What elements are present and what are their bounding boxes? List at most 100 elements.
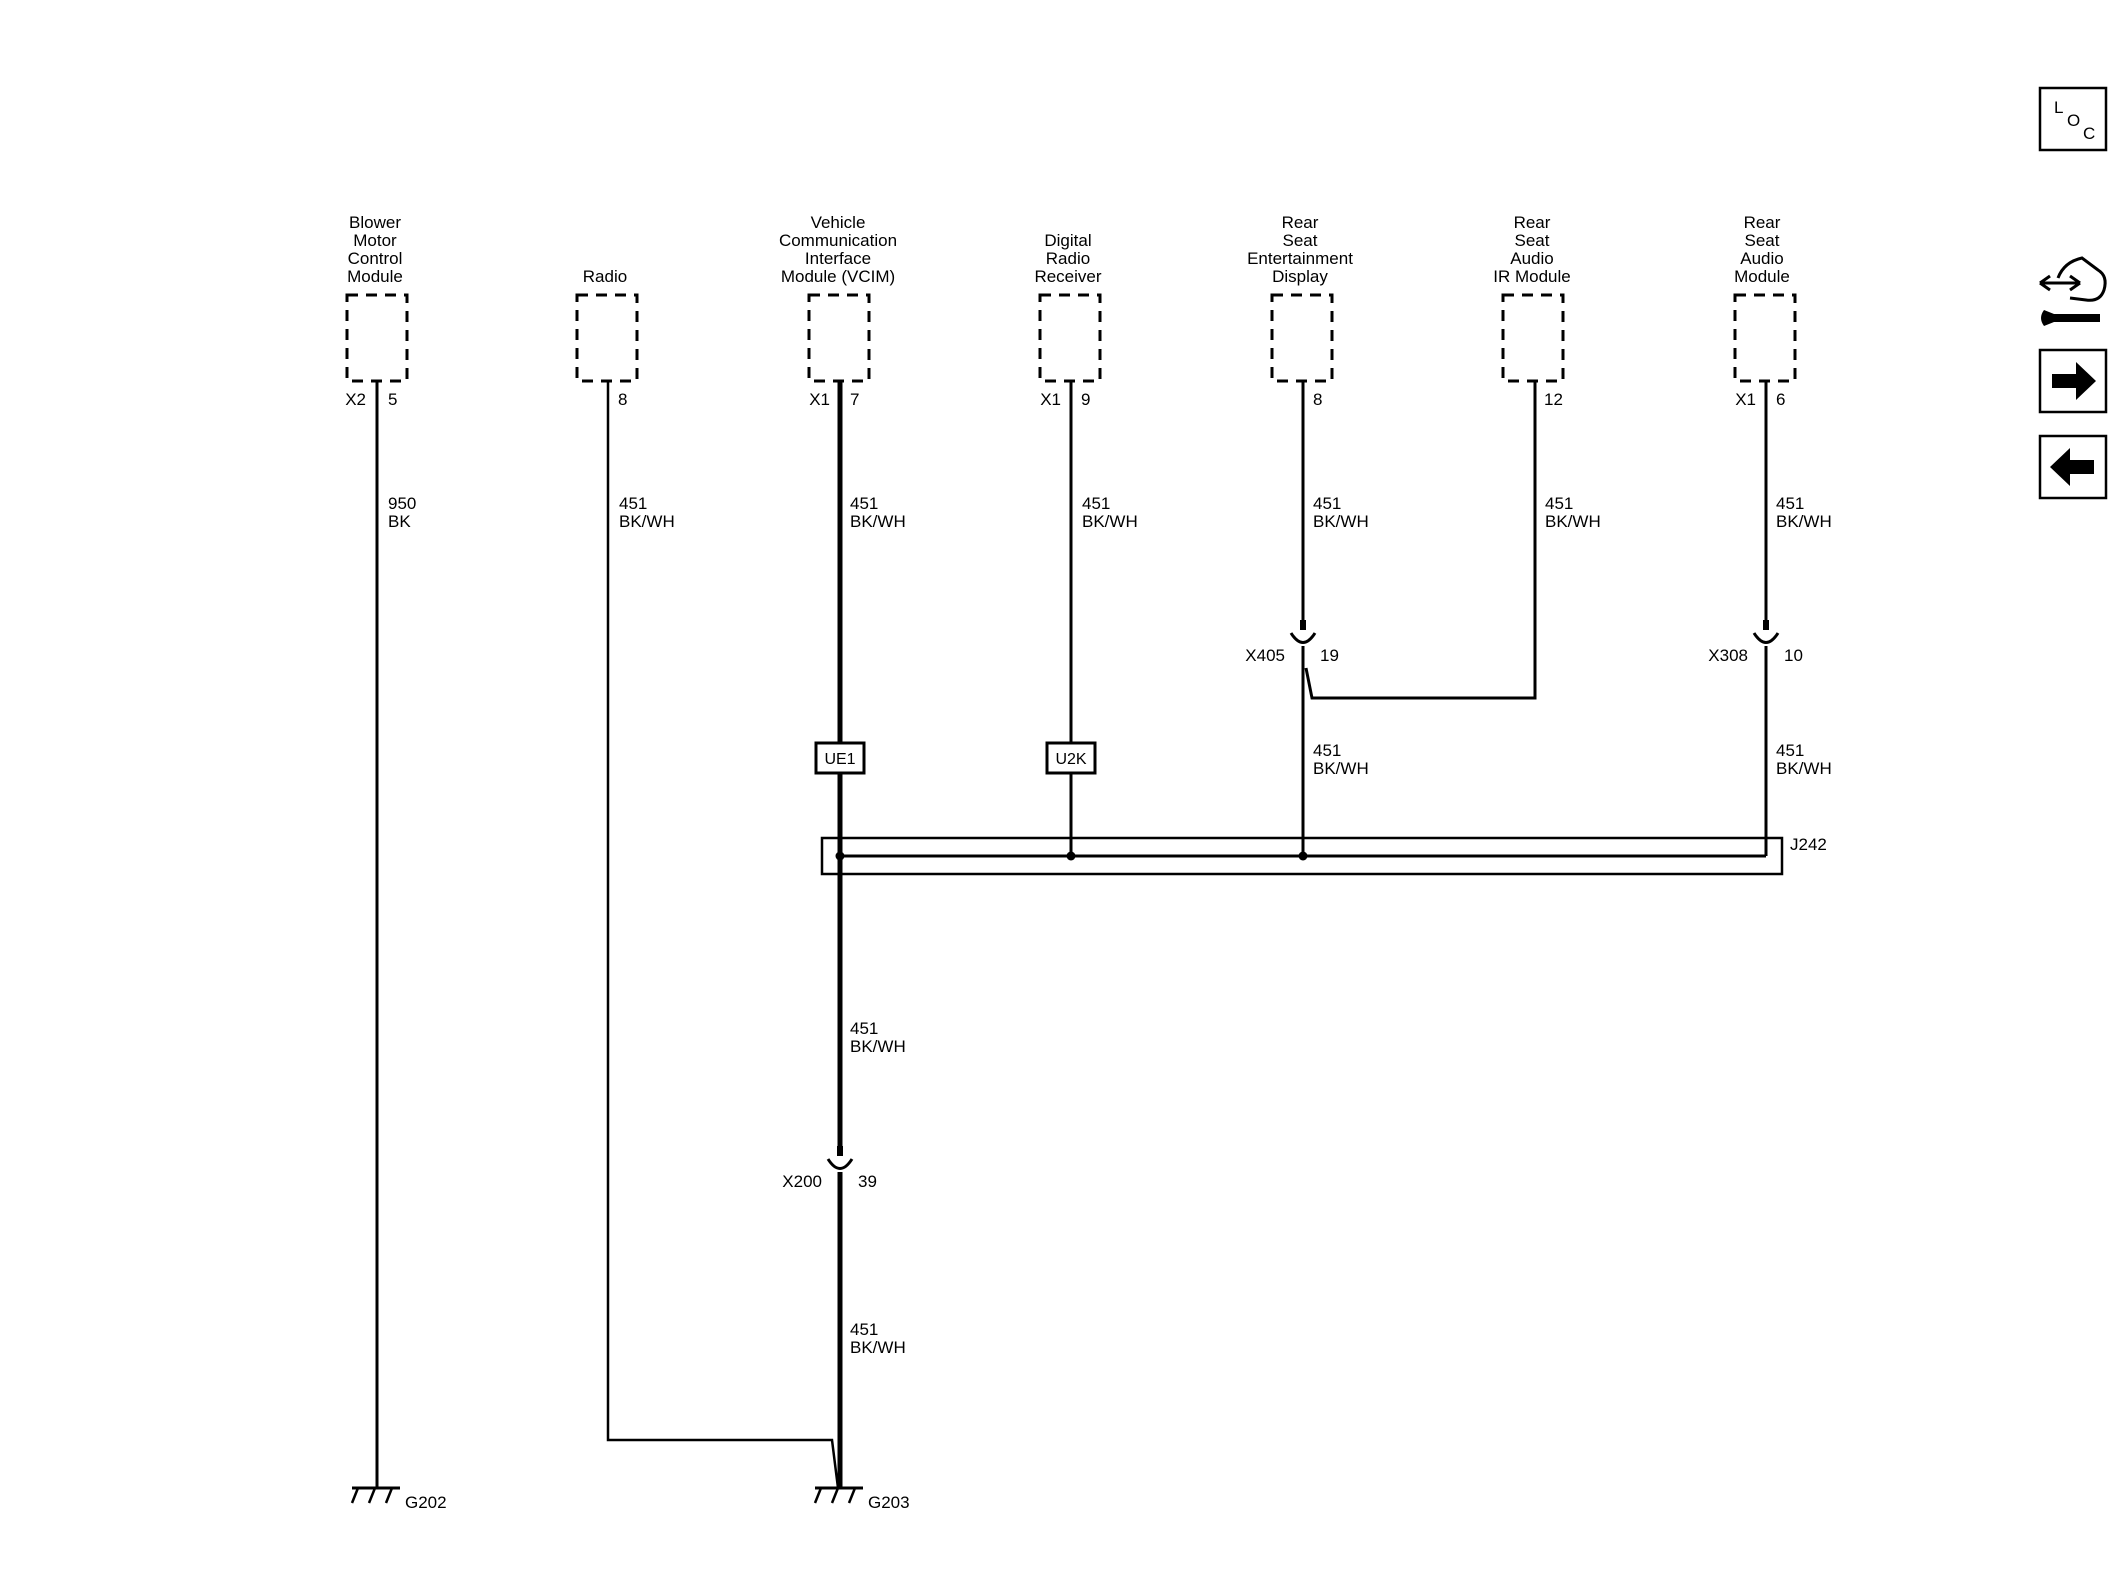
module-label-line: Audio	[1740, 249, 1783, 268]
wire-color: BK	[388, 512, 411, 531]
hand-glyph	[2056, 256, 2107, 302]
arrow-left-glyph	[2050, 448, 2094, 486]
ground-hatch	[350, 1487, 360, 1504]
pin-label: 12	[1544, 390, 1563, 409]
component-box-ue1[interactable]: UE1	[814, 741, 866, 775]
module-box-vcim[interactable]	[807, 293, 871, 383]
module-label-line: Audio	[1510, 249, 1553, 268]
loc-letter: L	[2054, 98, 2063, 117]
inline-connector-x308[interactable]: X308 10	[1708, 620, 1803, 665]
component-box-u2k[interactable]: U2K	[1045, 741, 1097, 775]
splice-dot	[835, 851, 845, 861]
connector-pin-female	[1752, 632, 1780, 644]
wire-color: BK/WH	[619, 512, 675, 531]
circuit-number: 950	[388, 494, 416, 513]
ground-hatch	[384, 1487, 394, 1504]
connector-pin-male	[1300, 620, 1306, 630]
splice-dot	[1298, 851, 1308, 861]
connector-pin-female	[826, 1158, 854, 1170]
circuit-number: 451	[1313, 741, 1341, 760]
module-box-rsed[interactable]	[1270, 293, 1334, 383]
wire-451-rsair[interactable]	[1304, 381, 1537, 700]
wire-color: BK/WH	[850, 1037, 906, 1056]
circuit-number: 451	[1313, 494, 1341, 513]
module-box-drr[interactable]	[1038, 293, 1102, 383]
tools-hand-icon[interactable]	[2039, 256, 2107, 326]
loc-letter: O	[2067, 111, 2080, 130]
component-box-frame	[814, 741, 866, 775]
splice-label: J242	[1790, 835, 1827, 854]
module-label-line: Seat	[1283, 231, 1318, 250]
module-label-line: Module	[1734, 267, 1790, 286]
module-label-bmcm: Blower Motor Control Module	[347, 213, 403, 286]
module-label-line: Rear	[1282, 213, 1319, 232]
wire-color: BK/WH	[850, 1338, 906, 1357]
module-label-rsam: Rear Seat Audio Module	[1734, 213, 1790, 286]
prev-arrow-icon[interactable]	[2038, 434, 2108, 500]
wire-color: BK/WH	[1313, 512, 1369, 531]
circuit-number: 451	[619, 494, 647, 513]
wire-label-rsed: 451 BK/WH	[1313, 494, 1369, 531]
splice-pack-j242[interactable]: J242	[820, 835, 1827, 876]
pin-label: 8	[618, 390, 627, 409]
component-box-label: U2K	[1055, 751, 1086, 768]
wire-label-vcim-below-splice: 451 BK/WH	[850, 1019, 906, 1056]
connector-label: X2	[345, 390, 366, 409]
module-label-line: Module	[347, 267, 403, 286]
connector-name: X405	[1245, 646, 1285, 665]
connector-pin-male	[1763, 620, 1769, 630]
pin-label: 6	[1776, 390, 1785, 409]
component-box-frame	[1045, 741, 1097, 775]
module-label-line: Digital	[1044, 231, 1091, 250]
inline-connector-x200[interactable]: X200 39	[782, 1146, 877, 1191]
wire-color: BK/WH	[850, 512, 906, 531]
connector-pin: 10	[1784, 646, 1803, 665]
module-label-line: Control	[348, 249, 403, 268]
ground-label: G202	[405, 1493, 447, 1512]
pin-label: 5	[388, 390, 397, 409]
wire-color: BK/WH	[1776, 759, 1832, 778]
module-box-bmcm[interactable]	[345, 293, 409, 383]
wrench-handle	[2054, 314, 2100, 322]
circuit-number: 451	[1545, 494, 1573, 513]
splice-dot	[1066, 851, 1076, 861]
circuit-number: 451	[1776, 741, 1804, 760]
wire-451-radio[interactable]	[606, 381, 840, 1489]
wire-color: BK/WH	[1545, 512, 1601, 531]
wire-color: BK/WH	[1082, 512, 1138, 531]
ground-g203[interactable]: G203	[813, 1486, 910, 1512]
pin-label: 9	[1081, 390, 1090, 409]
double-arrow-glyph	[2039, 274, 2081, 292]
loc-letter: C	[2083, 124, 2095, 143]
pin-label: 7	[850, 390, 859, 409]
module-label-line: Entertainment	[1247, 249, 1353, 268]
ground-label: G203	[868, 1493, 910, 1512]
module-label-line: Rear	[1514, 213, 1551, 232]
connector-pin: 19	[1320, 646, 1339, 665]
ground-g202[interactable]: G202	[350, 1486, 447, 1512]
module-box-rsam[interactable]	[1733, 293, 1797, 383]
module-label-vcim: Vehicle Communication Interface Module (…	[779, 213, 897, 286]
connector-name: X308	[1708, 646, 1748, 665]
connector-pin-male	[837, 1146, 843, 1156]
next-arrow-icon[interactable]	[2038, 348, 2108, 414]
connector-pin-female	[1289, 632, 1317, 644]
module-label-line: Interface	[805, 249, 871, 268]
loc-icon[interactable]: L O C	[2038, 86, 2108, 152]
wire-label-rsair: 451 BK/WH	[1545, 494, 1601, 531]
circuit-number: 451	[1082, 494, 1110, 513]
module-label-line: Communication	[779, 231, 897, 250]
module-label-rsair: Rear Seat Audio IR Module	[1493, 213, 1570, 286]
module-label-drr: Digital Radio Receiver	[1034, 231, 1101, 286]
inline-connector-x405[interactable]: X405 19	[1245, 620, 1339, 665]
module-label-line: Vehicle	[811, 213, 866, 232]
module-box-rsair[interactable]	[1501, 293, 1565, 383]
module-label-line: Motor	[353, 231, 397, 250]
connector-pin: 39	[858, 1172, 877, 1191]
module-label-line: Receiver	[1034, 267, 1101, 286]
module-box-radio[interactable]	[575, 293, 639, 383]
loc-icon-frame	[2038, 86, 2108, 152]
wire-label-x405-out: 451 BK/WH	[1313, 741, 1369, 778]
wire-label-vcim-below-x200: 451 BK/WH	[850, 1320, 906, 1357]
